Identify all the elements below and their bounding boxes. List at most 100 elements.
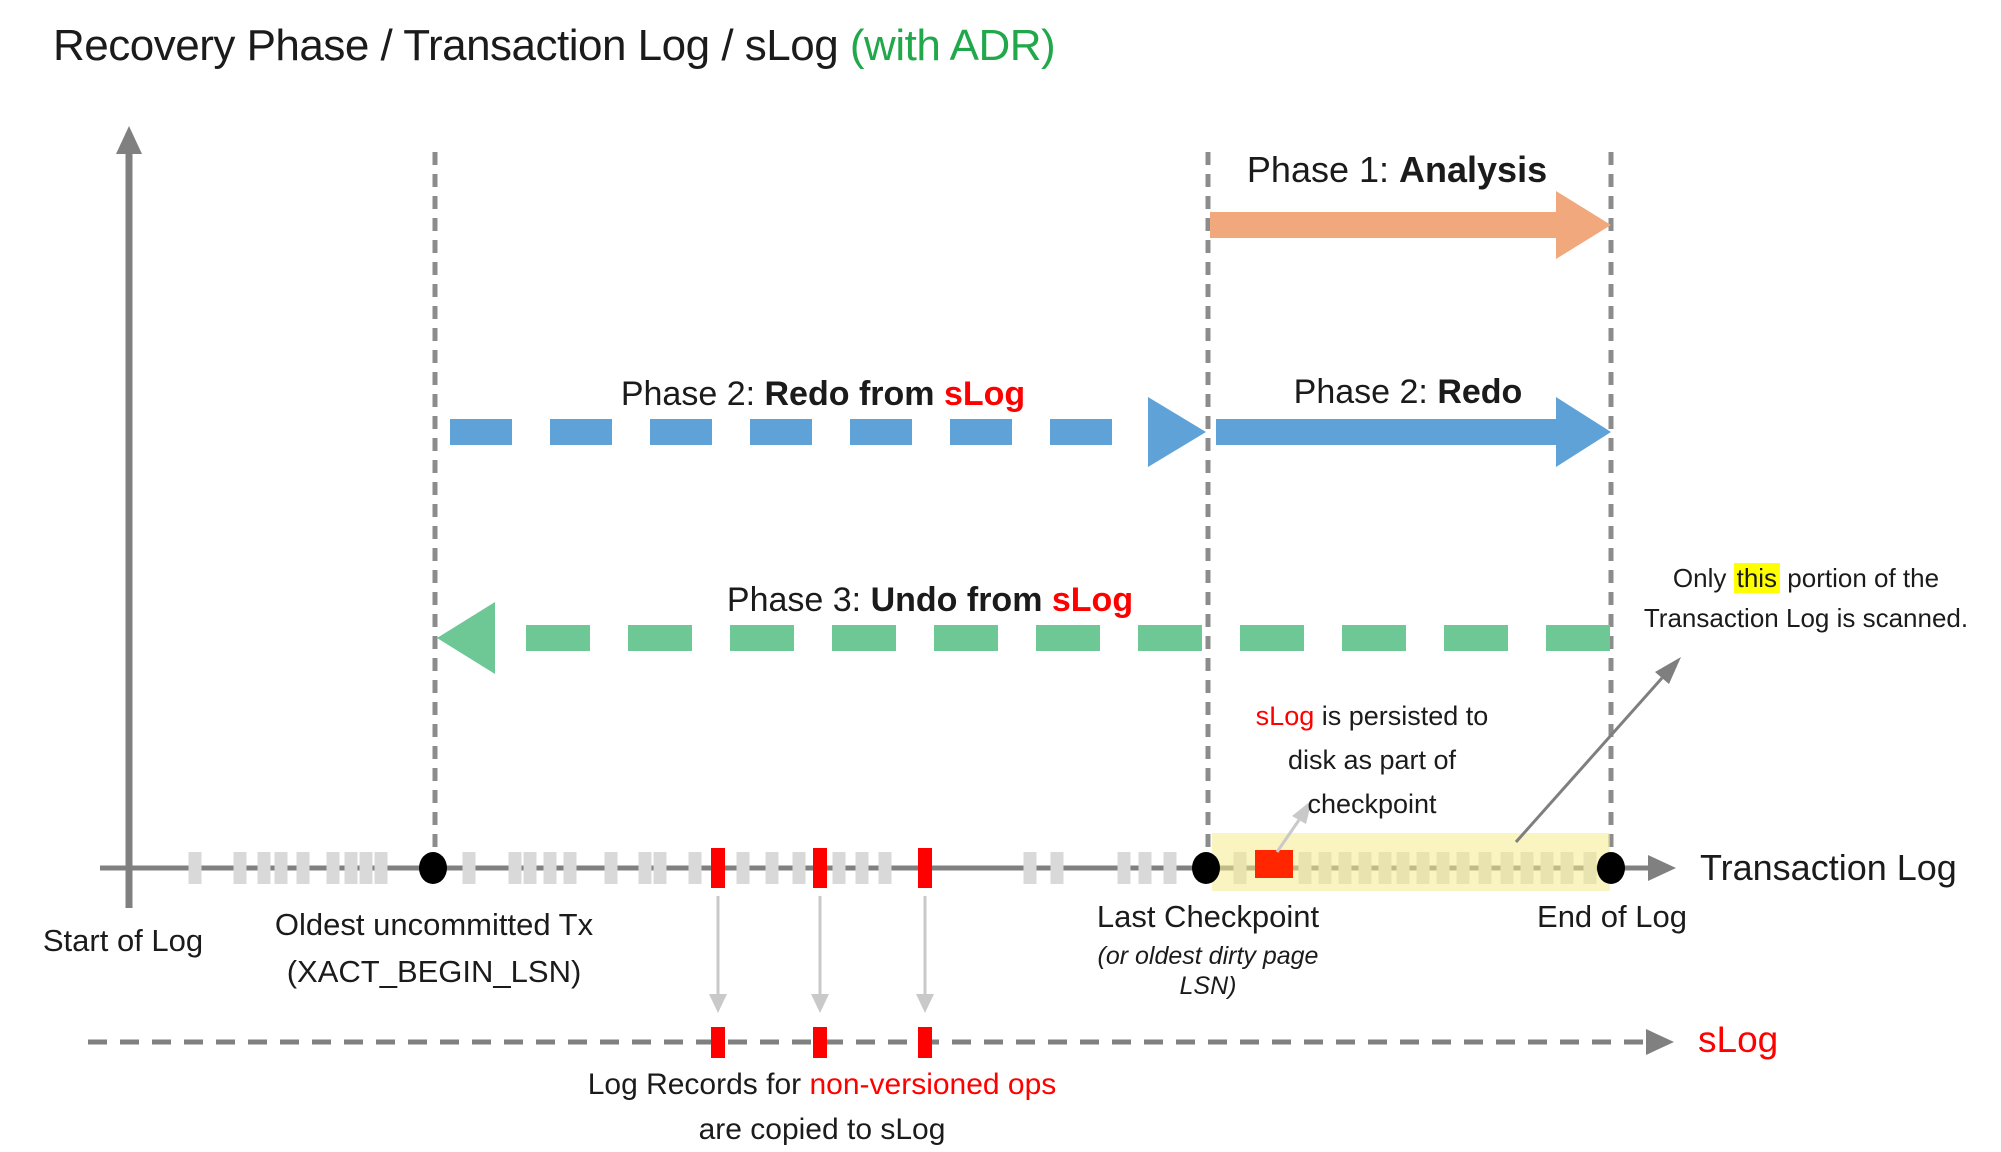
oldest-tx-dot: [419, 852, 447, 884]
log-tick: [359, 852, 373, 884]
log-tick: [736, 852, 750, 884]
persist-note-rest: is persisted to: [1314, 701, 1489, 731]
log-tick: [326, 852, 340, 884]
persist-note: sLog is persisted to disk as part of che…: [1256, 694, 1489, 826]
checkpoint-line3: LSN): [1179, 972, 1237, 1001]
log-tick: [563, 852, 577, 884]
slog-copied-tick: [813, 1027, 827, 1058]
copy-arrowhead-icon: [811, 994, 829, 1013]
phase3-bold: Undo from: [870, 581, 1052, 619]
transaction-log-arrowhead-icon: [1648, 855, 1676, 881]
log-tick: [233, 852, 247, 884]
log-tick: [855, 852, 869, 884]
log-tick: [1023, 852, 1037, 884]
phase1-arrowhead-icon: [1556, 191, 1611, 259]
log-tick: [604, 852, 618, 884]
scan-note: Only this portion of the Transaction Log…: [1644, 558, 1968, 638]
persist-note-slog: sLog: [1255, 701, 1315, 731]
start-of-log-label: Start of Log: [42, 923, 204, 958]
nonversioned-op-tick: [711, 848, 725, 888]
phase2-label: Phase 2: Redo: [1294, 372, 1523, 413]
log-tick: [653, 852, 667, 884]
persist-note-arrowhead-icon: [1292, 800, 1312, 824]
log-tick: [508, 852, 522, 884]
scan-note-line2: Transaction Log is scanned.: [1643, 603, 1969, 633]
log-tick: [1117, 852, 1131, 884]
scan-note-highlight: this: [1733, 563, 1781, 593]
scan-note-line1: Only this portion of the: [1644, 558, 1968, 598]
phase2-arrowhead-icon: [1556, 397, 1611, 467]
phase1-prefix: Phase 1:: [1246, 149, 1400, 190]
log-tick: [792, 852, 806, 884]
log-tick: [1138, 852, 1152, 884]
scan-note-arrow-line: [1514, 677, 1664, 843]
persist-note-line2: disk as part of: [1287, 745, 1457, 775]
end-of-log-dot: [1597, 852, 1625, 884]
persist-note-line3: checkpoint: [1307, 789, 1437, 819]
title-adr: (with ADR): [849, 21, 1056, 70]
log-tick: [257, 852, 271, 884]
checkpoint-dot: [1192, 852, 1220, 884]
log-tick: [344, 852, 358, 884]
copy-arrowhead-icon: [916, 994, 934, 1013]
persist-note-arrow-line: [1275, 819, 1301, 853]
phase2-slog-label: Phase 2: Redo from sLog: [621, 374, 1025, 415]
log-tick: [462, 852, 476, 884]
log-tick: [543, 852, 557, 884]
phase2-bold: Redo: [1437, 373, 1523, 411]
log-tick: [832, 852, 846, 884]
phase2-slog-bold: Redo from: [764, 375, 944, 413]
log-tick: [296, 852, 310, 884]
log-tick: [765, 852, 779, 884]
page-title: Recovery Phase / Transaction Log / sLog …: [53, 20, 1056, 73]
oldest-tx-label: Oldest uncommitted Tx (XACT_BEGIN_LSN): [275, 906, 593, 990]
log-tick: [374, 852, 388, 884]
persist-note-line1: sLog is persisted to: [1256, 694, 1489, 738]
log-tick: [188, 852, 202, 884]
end-of-log-label: End of Log: [1537, 899, 1687, 934]
copy-note-line1: Log Records for non-versioned ops: [588, 1062, 1057, 1107]
scan-note-after: portion of the: [1780, 563, 1940, 593]
copy-arrowhead-icon: [709, 994, 727, 1013]
checkpoint-line1: Last Checkpoint: [1096, 899, 1320, 934]
slog-arrowhead-icon: [1646, 1029, 1674, 1055]
checkpoint-line2: (or oldest dirty page: [1097, 942, 1319, 971]
phase1-analysis-arrow: [1210, 212, 1556, 238]
phase2-slog-arrowhead-icon: [1148, 397, 1206, 467]
nonversioned-op-tick: [918, 848, 932, 888]
oldest-tx-line2: (XACT_BEGIN_LSN): [286, 954, 582, 990]
log-tick: [523, 852, 537, 884]
phase3-red: sLog: [1051, 581, 1134, 619]
nonversioned-op-tick: [813, 848, 827, 888]
copy-note-red: non-versioned ops: [809, 1068, 1057, 1101]
log-tick: [1050, 852, 1064, 884]
slog-axis-label: sLog: [1698, 1019, 1779, 1060]
phase3-label: Phase 3: Undo from sLog: [727, 580, 1133, 621]
log-tick: [688, 852, 702, 884]
phase2-redo-arrow: [1216, 419, 1556, 445]
copy-note: Log Records for non-versioned ops are co…: [588, 1062, 1057, 1152]
phase3-prefix: Phase 3:: [726, 581, 871, 619]
slog-copied-tick: [918, 1027, 932, 1058]
log-tick: [638, 852, 652, 884]
phase1-label: Phase 1: Analysis: [1247, 148, 1547, 191]
title-main: Recovery Phase / Transaction Log / sLog: [53, 21, 850, 70]
slog-persisted-block: [1255, 850, 1293, 878]
phase2-slog-prefix: Phase 2:: [620, 375, 765, 413]
scan-note-before: Only: [1672, 563, 1734, 593]
checkpoint-label: Last Checkpoint (or oldest dirty page LS…: [1097, 898, 1319, 1001]
phase2-prefix: Phase 2:: [1293, 373, 1438, 411]
log-tick: [274, 852, 288, 884]
scan-note-arrowhead-icon: [1655, 657, 1681, 684]
y-axis-arrowhead-icon: [116, 126, 142, 154]
log-tick: [878, 852, 892, 884]
phase3-arrowhead-icon: [437, 602, 495, 674]
slog-record-ticks: [711, 1027, 932, 1058]
copy-note-black: Log Records for: [587, 1068, 810, 1101]
log-tick: [1163, 852, 1177, 884]
phase1-bold: Analysis: [1399, 149, 1548, 190]
copy-note-line2: are copied to sLog: [698, 1113, 946, 1146]
transaction-log-label: Transaction Log: [1700, 847, 1957, 888]
